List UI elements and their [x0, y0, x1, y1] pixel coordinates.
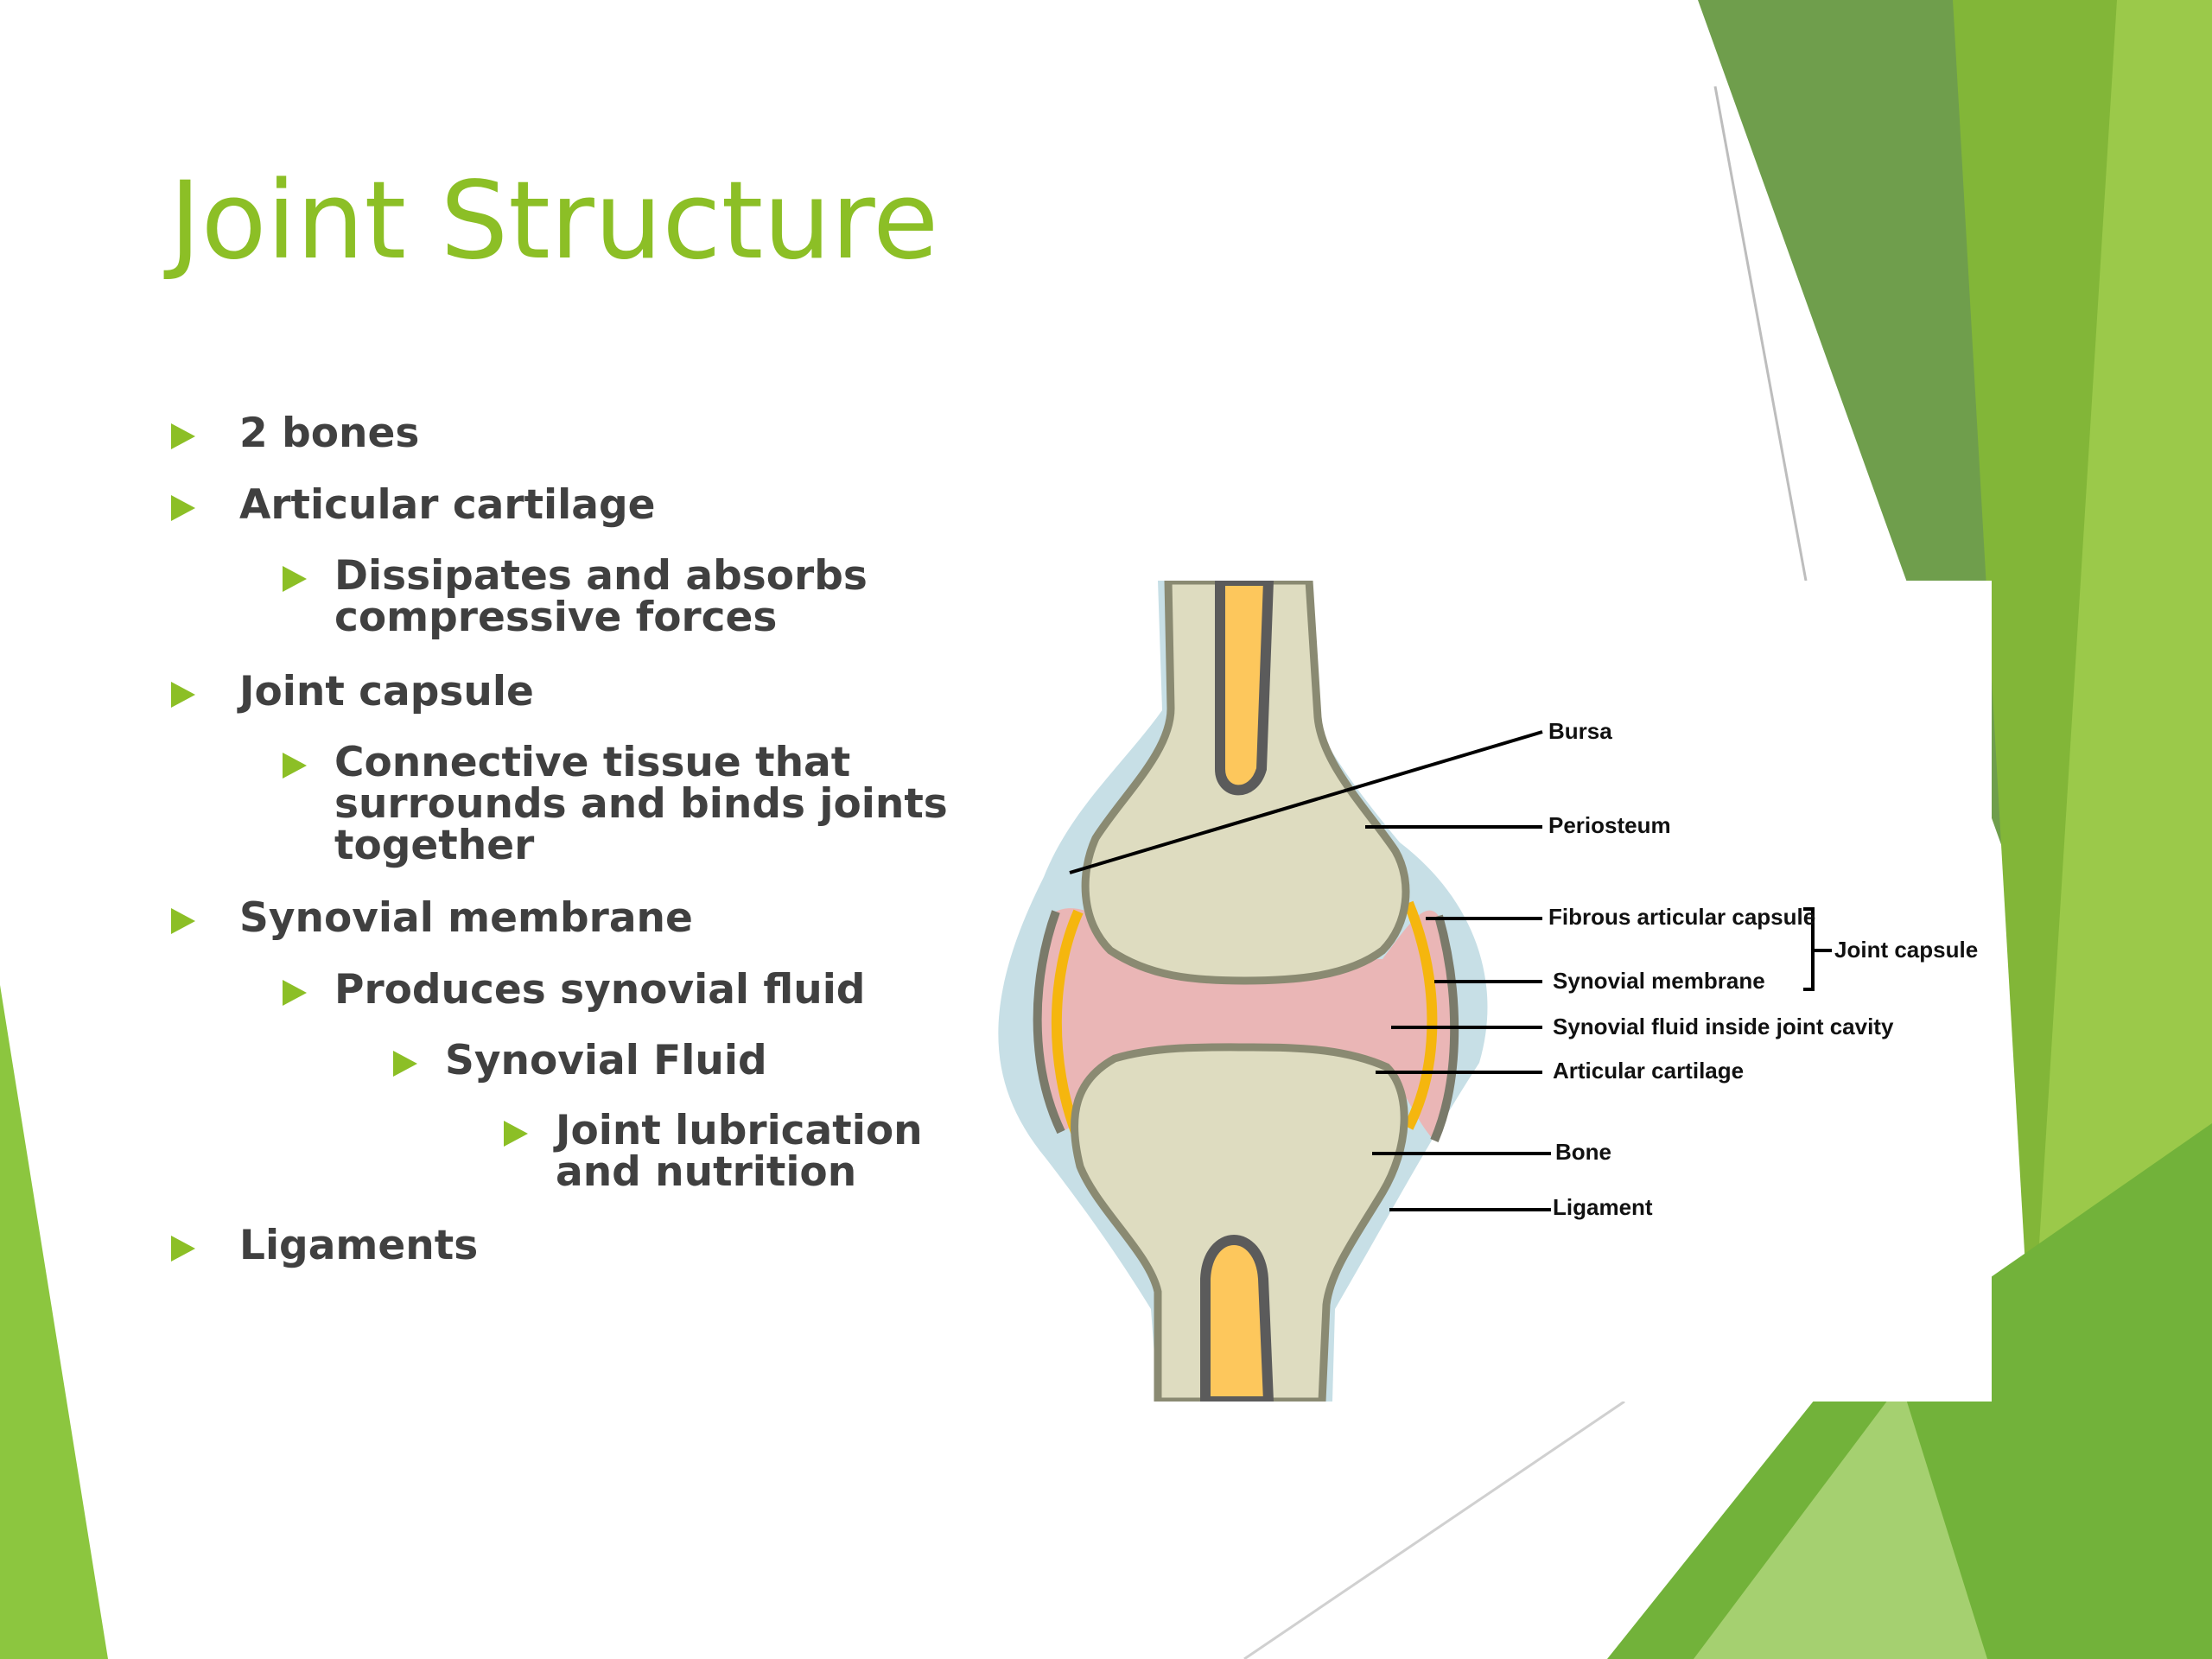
deco-shape-bottom-light	[1694, 1382, 1987, 1659]
bullet-text: Synovial membrane	[239, 894, 693, 942]
bullet-text: Articular cartilage	[239, 481, 656, 529]
bullet-text-line: together	[334, 822, 535, 869]
joint-capsule-brace	[1803, 907, 1832, 991]
bullet-arrow-icon	[283, 753, 307, 779]
bullet-arrow-icon	[171, 495, 195, 521]
bullet-arrow-icon	[283, 980, 307, 1006]
bullet-text-line: surrounds and binds joints	[334, 780, 948, 828]
bullet-text-line: and nutrition	[556, 1148, 857, 1196]
joint-diagram: Bursa Periosteum Fibrous articular capsu…	[994, 581, 1992, 1402]
leader-lines	[1069, 730, 1551, 1211]
label-synovial-fluid: Synovial fluid inside joint cavity	[1553, 1014, 1894, 1039]
bullet-item: Synovial membrane	[171, 898, 693, 939]
bullet-item: 2 bones	[171, 413, 419, 454]
joint-diagram-svg: Bursa Periosteum Fibrous articular capsu…	[998, 581, 1978, 1402]
cartilage-right	[1403, 900, 1438, 1130]
bullet-arrow-icon	[504, 1121, 528, 1147]
label-periosteum: Periosteum	[1548, 812, 1671, 838]
synovial-membrane-outline	[1033, 910, 1459, 1142]
bullet-text-line: compressive forces	[334, 594, 778, 641]
bullet-arrow-icon	[171, 423, 195, 449]
upper-marrow	[1215, 581, 1274, 796]
bullet-text: Synovial Fluid	[445, 1037, 767, 1084]
label-fibrous-capsule: Fibrous articular capsule	[1548, 904, 1815, 930]
bullet-text-line: Connective tissue that	[334, 739, 851, 786]
label-synovial-membrane: Synovial membrane	[1553, 968, 1765, 994]
bullet-arrow-icon	[283, 566, 307, 592]
deco-thin-line-bottom	[1243, 1400, 1625, 1659]
bullet-arrow-icon	[171, 682, 195, 708]
bullet-text: Produces synovial fluid	[334, 966, 866, 1014]
bullet-text-line: Dissipates and absorbs	[334, 552, 868, 600]
bullet-item: Articular cartilage	[171, 485, 656, 526]
bullet-arrow-icon	[171, 908, 195, 934]
bullet-item: Ligaments	[171, 1225, 478, 1267]
bullet-arrow-icon	[393, 1051, 417, 1077]
lower-bone	[1071, 1043, 1408, 1402]
label-articular-cartilage: Articular cartilage	[1553, 1058, 1744, 1084]
label-bone: Bone	[1555, 1139, 1611, 1165]
lower-marrow	[1200, 1235, 1274, 1402]
deco-shape-left	[0, 985, 108, 1659]
leader-bursa	[1069, 730, 1543, 874]
bullet-item: Produces synovial fluid	[283, 969, 865, 1011]
bullet-arrow-icon	[171, 1236, 195, 1262]
bullet-item: Synovial Fluid	[393, 1040, 767, 1082]
label-ligament: Ligament	[1553, 1194, 1653, 1220]
bullet-item: Joint capsule	[171, 671, 534, 713]
slide-title: Joint Structure	[169, 159, 939, 283]
label-bursa: Bursa	[1548, 718, 1612, 744]
bullet-text: 2 bones	[239, 410, 420, 457]
deco-thin-line-top	[1713, 86, 1808, 582]
bullet-text-line: Joint lubrication	[556, 1107, 923, 1154]
bullet-text: Ligaments	[239, 1222, 479, 1269]
label-joint-capsule: Joint capsule	[1834, 937, 1978, 963]
cartilage-left	[1051, 909, 1084, 1135]
bullet-text: Joint capsule	[239, 668, 534, 715]
